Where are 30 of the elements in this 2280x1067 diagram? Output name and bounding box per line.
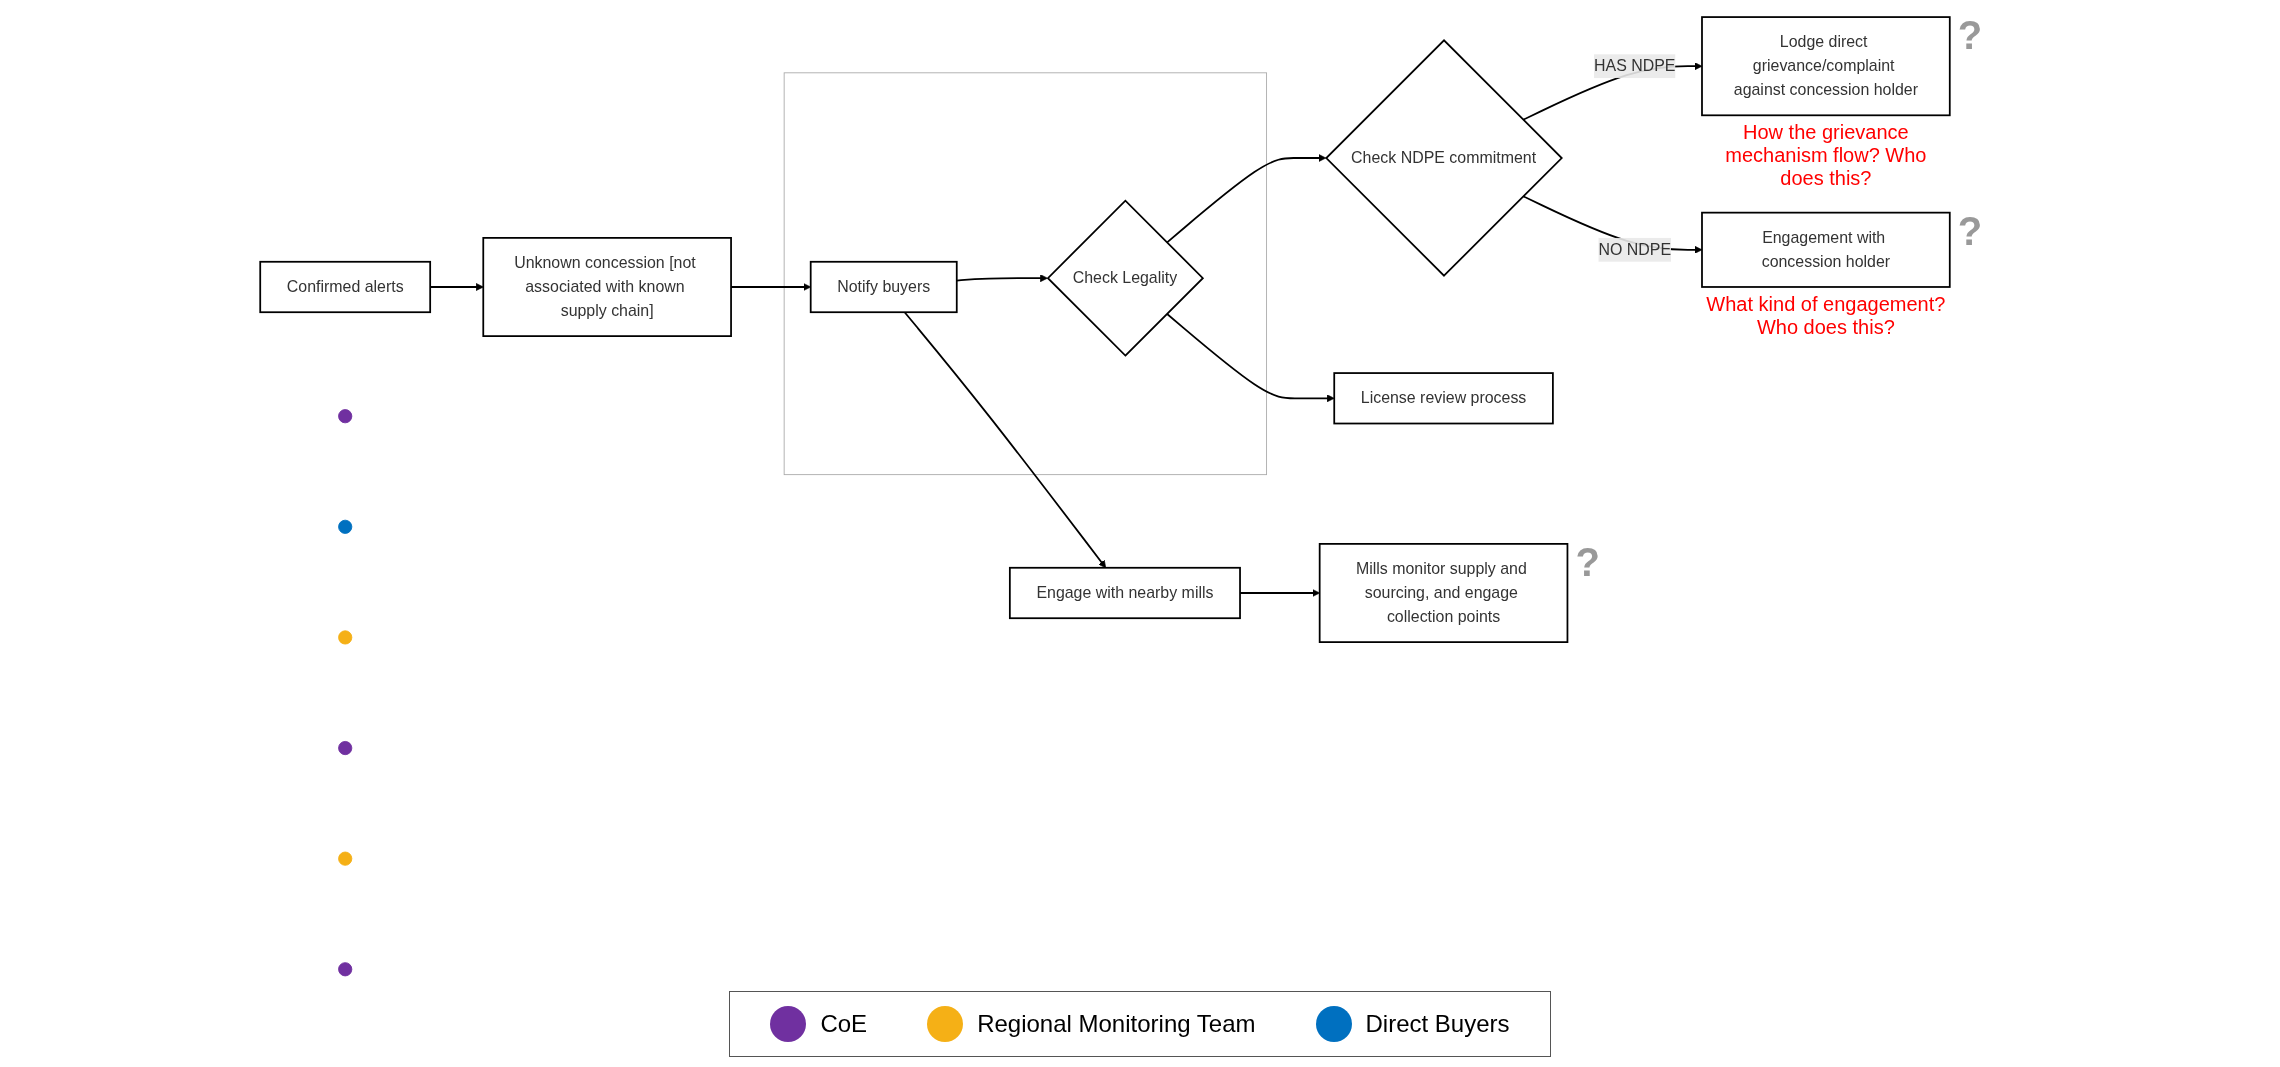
node-diamond: Check Legality: [1046, 199, 1205, 357]
legend-label: CoE: [820, 1010, 868, 1038]
arrow: [1165, 154, 1327, 244]
node-circle: [338, 409, 353, 424]
node-box: Mills monitor supply and sourcing, and engage collection points: [1318, 543, 1569, 643]
note-text: What kind of engagement? Who does this?: [1705, 293, 1947, 339]
note-text: How the grievance mechanism flow? Who does this?: [1724, 121, 1928, 191]
node-box: Confirmed alerts: [259, 260, 432, 314]
node-box: Lodge direct grievance/complaint against concession holder: [1701, 16, 1951, 117]
node-box: License review process: [1333, 372, 1554, 425]
question-mark: ?: [1957, 208, 1983, 254]
node-box: Engage with nearby mills: [1008, 566, 1241, 620]
node-circle: [338, 519, 353, 534]
legend-label: Direct Buyers: [1365, 1010, 1510, 1038]
node-diamond: Check NDPE commitment: [1325, 39, 1563, 277]
node-circle: [338, 851, 353, 866]
question-mark: ?: [1575, 539, 1600, 585]
arrow: [903, 311, 1107, 569]
node-box: Unknown concession [not associated with known supply chain]: [482, 237, 732, 337]
question-mark: ?: [1957, 13, 1983, 59]
node-circle: [338, 740, 353, 756]
node-circle: [338, 962, 353, 977]
arrow: [1165, 312, 1335, 403]
legend-label: Regional Monitoring Team: [977, 1010, 1256, 1038]
node-box: Notify buyers: [809, 260, 958, 314]
edge-label: NO NDPE: [1598, 240, 1672, 259]
cluster: [783, 72, 1267, 476]
node-circle: [338, 630, 353, 645]
node-box: Engagement with concession holder: [1701, 211, 1951, 288]
edge-label: HAS NDPE: [1594, 56, 1676, 75]
